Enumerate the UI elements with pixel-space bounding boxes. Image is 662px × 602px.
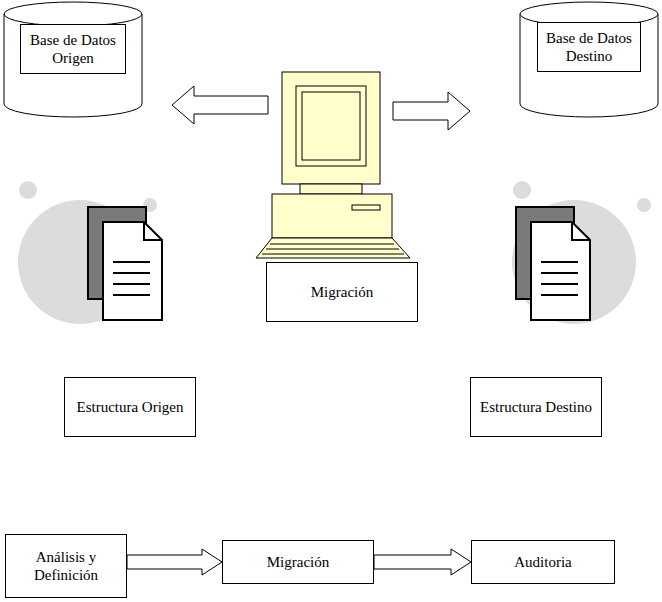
node-text: Estructura Origen (70, 394, 189, 420)
phase-box: Análisis y Definición (5, 534, 127, 598)
node-text: Análisis y Definición (6, 544, 126, 588)
phase-box: Migración (222, 540, 374, 584)
hollow-arrow (172, 86, 268, 124)
structure-box: Estructura Origen (64, 377, 196, 437)
database-cylinder (520, 2, 658, 117)
document-icon (516, 207, 590, 320)
computer-icon (256, 72, 410, 258)
hollow-arrow (127, 549, 222, 575)
node-text: Migración (305, 279, 379, 305)
node-text: Estructura Destino (474, 394, 598, 420)
node-text: Migración (261, 549, 335, 575)
structure-box: Estructura Destino (470, 377, 602, 437)
process-box: Migración (266, 262, 418, 322)
hollow-arrow (393, 92, 470, 130)
grey-blob (18, 181, 651, 324)
node-text: Base de Datos Destino (538, 25, 640, 69)
node-text: Auditoria (508, 549, 578, 575)
node-text: Base de Datos Origen (21, 27, 125, 71)
database-label: Base de Datos Origen (20, 24, 126, 74)
hollow-arrow (374, 549, 471, 575)
document-icon (88, 207, 162, 320)
database-cylinder (4, 2, 142, 117)
phase-box: Auditoria (471, 540, 615, 584)
database-label: Base de Datos Destino (537, 22, 641, 72)
